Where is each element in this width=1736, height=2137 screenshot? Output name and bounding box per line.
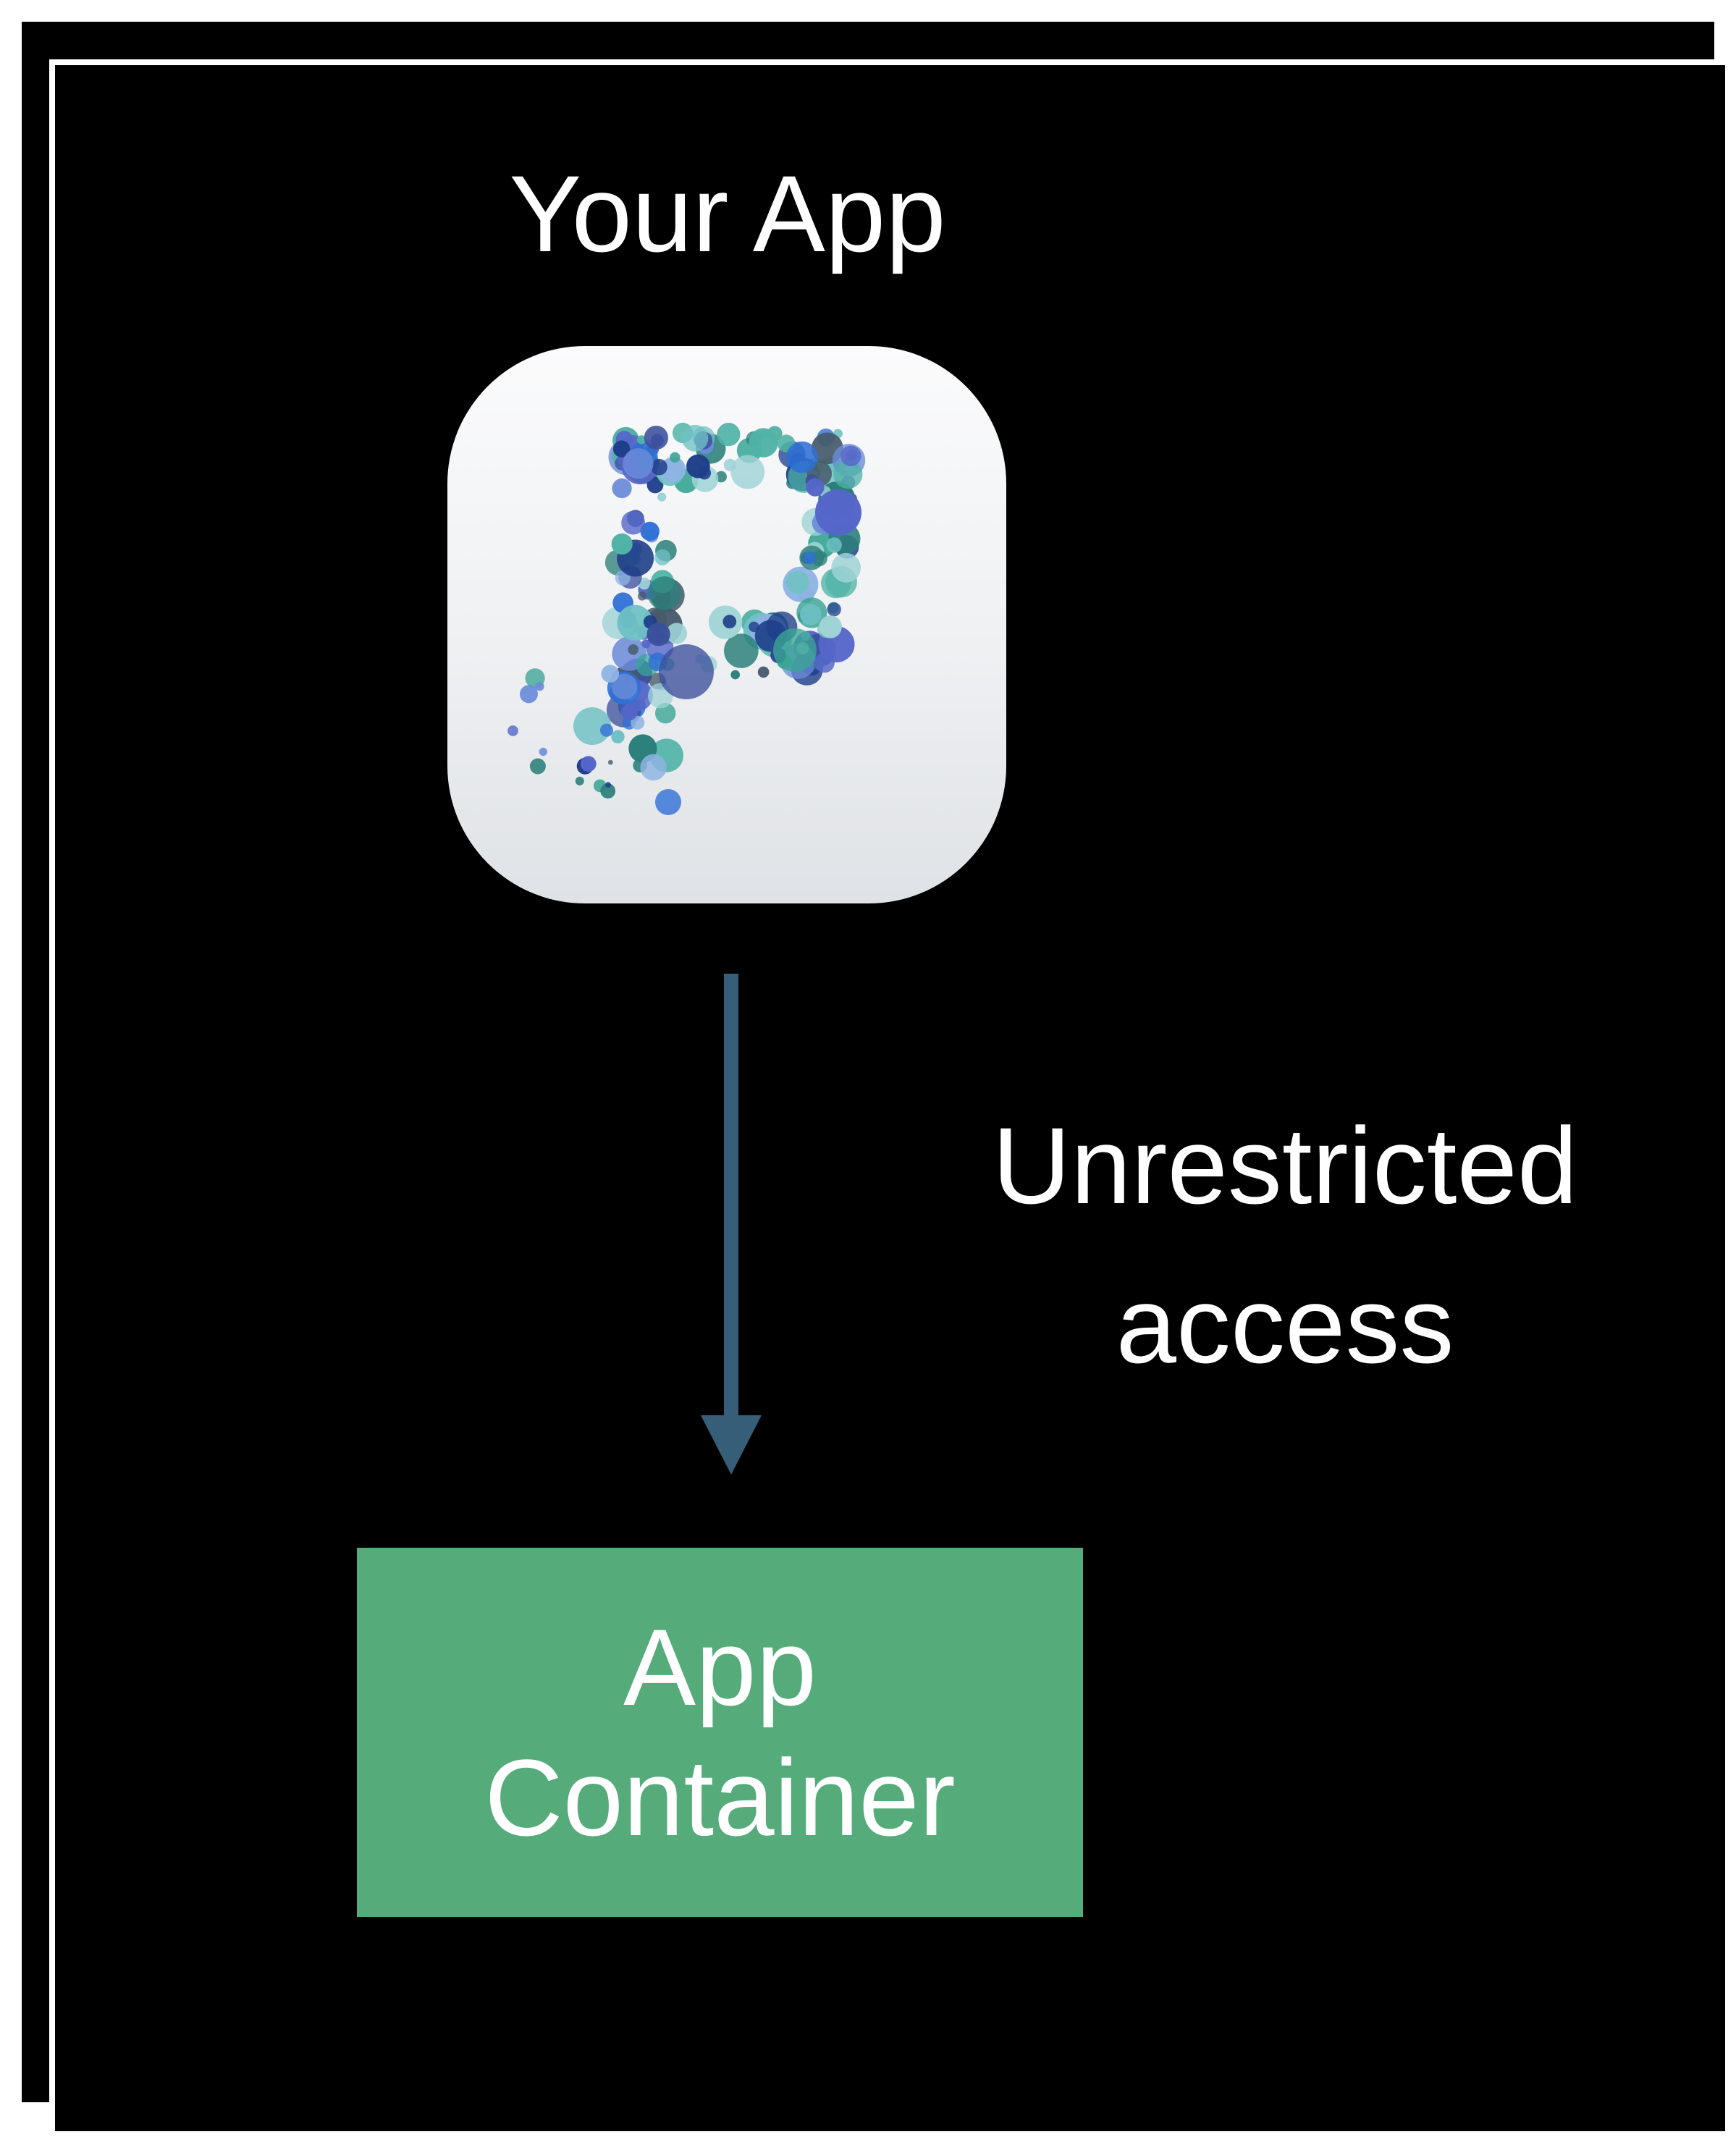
arrow-head — [701, 1415, 762, 1475]
down-arrow-connector — [701, 974, 762, 1475]
app-container-label-line-1: App — [623, 1606, 817, 1728]
diagram-title: Your App — [509, 153, 946, 274]
edge-label-line-1: Unrestricted — [992, 1105, 1578, 1226]
app-icon — [447, 346, 1006, 903]
edge-label-line-2: access — [1116, 1264, 1454, 1386]
app-container-box: App Container — [357, 1548, 1083, 1917]
paper-app-icon — [507, 422, 866, 815]
edge-label: Unrestricted access — [927, 1086, 1643, 1404]
app-container-label-line-2: Container — [484, 1737, 956, 1858]
arrow-shaft — [724, 974, 738, 1422]
